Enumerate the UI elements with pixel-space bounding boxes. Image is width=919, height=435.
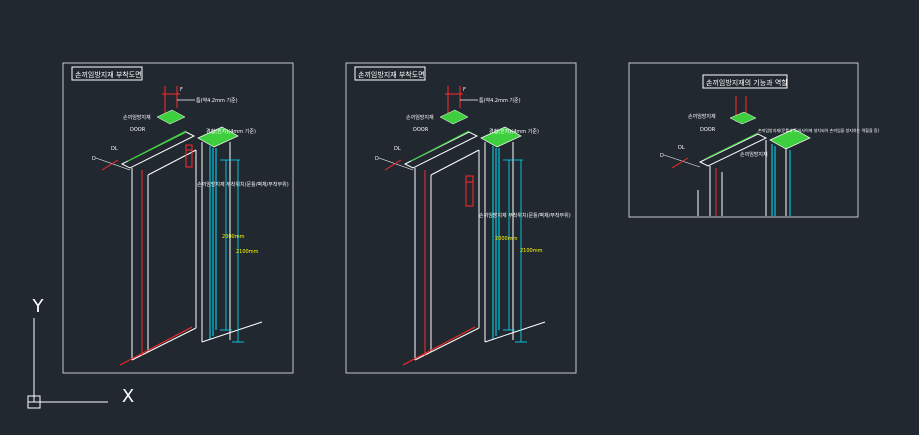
anti-pinch-part-top	[156, 109, 186, 125]
door-edge	[430, 327, 480, 353]
door-edge	[131, 351, 149, 361]
part-label: 손끼임방지재	[123, 114, 151, 121]
drawing-panel-1: 손끼임방지재 부착도면 F 틈(약4.2mm 기준) 손끼임방지재 DOOR 경…	[62, 62, 294, 374]
door-label: DOOR	[700, 127, 716, 133]
frame-top-hatch	[480, 126, 522, 148]
door-top	[698, 133, 768, 167]
door-label: DOOR	[413, 127, 429, 133]
gap-note: 틈(약4.2mm 기준)	[196, 97, 238, 104]
title-box	[354, 66, 426, 81]
side-label: 손끼임방지재 부착위치(문틀/벽체/부착부위)	[479, 212, 571, 219]
dim-label-top: F	[180, 87, 183, 93]
frame-edge	[201, 321, 263, 343]
dim-tick	[384, 159, 402, 171]
frame-top-hatch	[769, 128, 811, 150]
anti-pinch-part-top	[729, 111, 757, 125]
dim-left-1: D	[660, 153, 664, 159]
ucs-x-label: X	[122, 386, 134, 407]
ucs-y-label: Y	[32, 296, 45, 317]
hinge-label: 경첩(힌지)(4mm 기준)	[206, 128, 256, 135]
part-label: 손끼임방지재	[406, 114, 434, 121]
dim-label-top: F	[463, 87, 466, 93]
ucs-origin-box	[27, 395, 41, 409]
gap-note: 틈(약4.2mm 기준)	[479, 97, 521, 104]
panel-title: 손끼임방지재의 기능과 역할	[706, 78, 788, 87]
dim-left-2: DL	[678, 145, 685, 151]
door-edge	[430, 149, 480, 176]
side-label: 손끼임방지재 부착위치(문틀/벽체/부착부위)	[197, 181, 289, 188]
drawing-panel-2: 손끼임방지재 부착도면 F 틈(약4.2mm 기준) 손끼임방지재 DOOR 경…	[345, 62, 577, 374]
centre-line	[402, 326, 476, 366]
dim-height-2: 2100mm	[236, 249, 259, 255]
leader-line	[95, 157, 131, 171]
side-label: 손끼임방지재	[740, 151, 768, 158]
door-edge	[127, 130, 187, 162]
hinge-label: 경첩(힌지)(4mm 기준)	[489, 128, 539, 135]
frame-edge	[484, 321, 546, 343]
dim-tick	[101, 159, 119, 171]
hinge-label: 손끼임방지재(문틀과 도어사이에 설치되어 손끼임을 방지하는 역할을 함)	[758, 127, 880, 133]
part-label: 손끼임방지재	[688, 113, 716, 120]
hinge-block	[465, 175, 474, 207]
dim-left-1: D	[375, 156, 379, 162]
door-top	[120, 131, 196, 169]
door-edge	[147, 149, 197, 176]
hinge-block	[185, 144, 193, 168]
dim-height-2: 2100mm	[520, 248, 543, 254]
panel-title: 손끼임방지재 부착도면	[75, 70, 142, 79]
centre-line	[119, 326, 193, 366]
panel-frame	[345, 62, 577, 374]
dim-height-1: 2000mm	[222, 234, 245, 240]
dim-left-2: DL	[111, 146, 118, 152]
ucs-icon[interactable]: Y X	[27, 296, 134, 409]
panel-frame	[62, 62, 294, 374]
door-top	[403, 131, 479, 169]
door-label: DOOR	[130, 127, 146, 133]
title-box	[71, 66, 143, 81]
anti-pinch-part-top	[439, 109, 469, 125]
dim-left-1: D	[92, 156, 96, 162]
door-edge	[147, 327, 197, 353]
leader-line	[378, 157, 414, 171]
panel-title: 손끼임방지재 부착도면	[358, 70, 425, 79]
panel-frame	[628, 62, 859, 218]
dim-tick	[671, 157, 689, 169]
door-edge	[414, 351, 432, 361]
door-edge	[704, 132, 759, 160]
leader-line	[663, 154, 701, 168]
dim-height-1: 2000mm	[495, 236, 518, 242]
title-box	[702, 74, 788, 89]
door-edge	[410, 130, 470, 162]
drawing-panel-3: 손끼임방지재의 기능과 역할 손끼임방지재 DOOR 손끼임방지재(문틀과 도어…	[628, 62, 880, 218]
frame-top-hatch	[197, 126, 239, 148]
dim-left-2: DL	[394, 146, 401, 152]
